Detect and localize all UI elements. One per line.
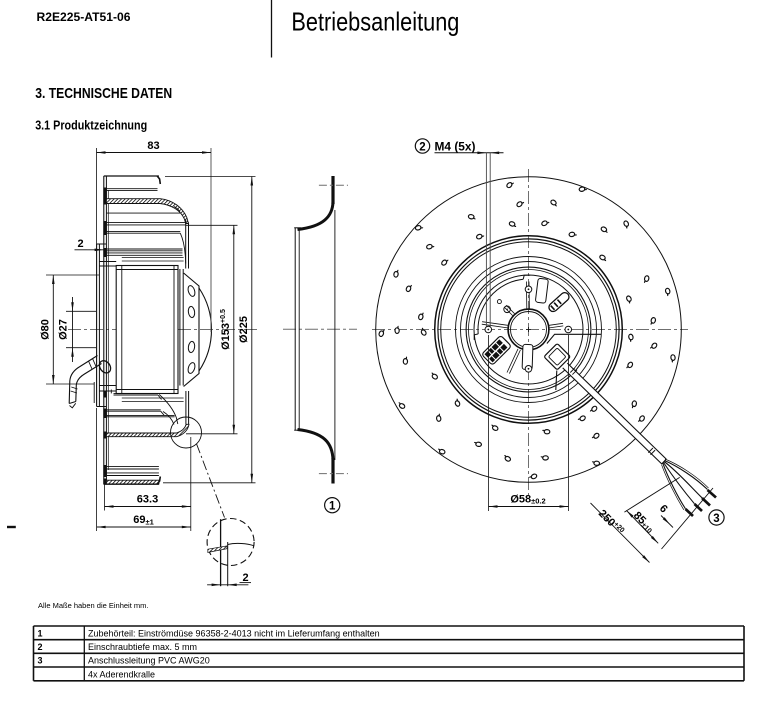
svg-text:63.3: 63.3 <box>137 494 158 506</box>
svg-text:3: 3 <box>38 656 43 666</box>
svg-text:Zubehörteil: Einströmdüse 9635: Zubehörteil: Einströmdüse 96358-2-4013 n… <box>88 628 380 638</box>
svg-text:1: 1 <box>38 628 43 638</box>
svg-text:83: 83 <box>147 140 159 152</box>
svg-text:3. TECHNISCHE DATEN: 3. TECHNISCHE DATEN <box>35 85 172 102</box>
svg-text:3.1 Produktzeichnung: 3.1 Produktzeichnung <box>35 118 147 133</box>
svg-text:2: 2 <box>242 572 248 584</box>
svg-text:3: 3 <box>713 513 719 525</box>
svg-text:69±1: 69±1 <box>133 514 154 527</box>
svg-text:2: 2 <box>419 141 425 153</box>
svg-text:Ø58±0.2: Ø58±0.2 <box>510 494 545 506</box>
svg-text:M4 (5x): M4 (5x) <box>435 142 476 154</box>
svg-text:Ø225: Ø225 <box>238 316 250 343</box>
svg-text:Ø80: Ø80 <box>40 319 52 340</box>
svg-text:2: 2 <box>77 238 83 250</box>
svg-text:R2E225-AT51-06: R2E225-AT51-06 <box>37 10 131 24</box>
svg-text:Anschlussleitung PVC AWG20: Anschlussleitung PVC AWG20 <box>88 656 210 666</box>
svg-text:1: 1 <box>329 501 336 513</box>
svg-text:Einschraubtiefe max. 5 mm: Einschraubtiefe max. 5 mm <box>88 642 197 652</box>
svg-text:Ø27: Ø27 <box>58 319 70 340</box>
svg-text:2: 2 <box>38 642 43 652</box>
svg-text:Alle Maße haben die Einheit mm: Alle Maße haben die Einheit mm. <box>38 601 148 610</box>
svg-text:4x Aderendkralle: 4x Aderendkralle <box>88 669 155 679</box>
svg-text:Betriebsanleitung: Betriebsanleitung <box>291 7 459 37</box>
